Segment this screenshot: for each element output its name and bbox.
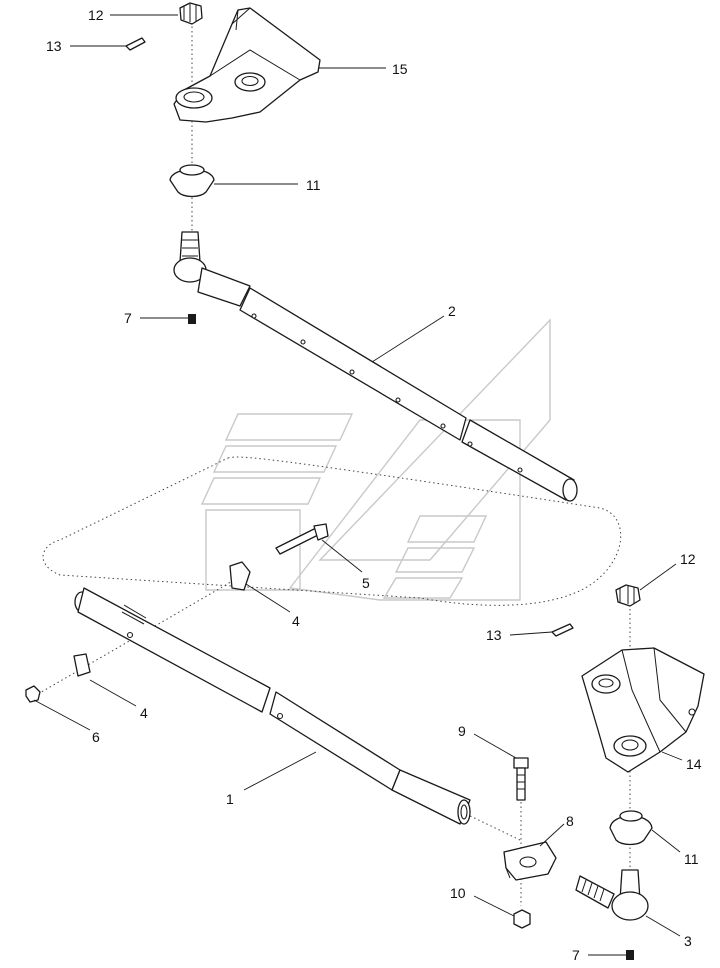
castle-nut-upper [179, 2, 203, 25]
dust-boot-upper [169, 164, 215, 198]
leader-lines [33, 14, 683, 956]
steering-arm-bracket-lower [581, 647, 705, 773]
tie-rod-tube [173, 231, 578, 502]
callout-15: 15 [392, 61, 408, 77]
nut-6 [25, 685, 41, 703]
callout-4-lower: 4 [140, 705, 148, 721]
callout-12-bottom: 12 [680, 551, 696, 567]
callout-11-top: 11 [306, 177, 321, 193]
cotter-pin-upper [125, 37, 146, 51]
dust-boot-lower [609, 810, 653, 846]
callout-11-bottom: 11 [684, 851, 699, 867]
callout-13-bottom: 13 [486, 627, 502, 643]
callout-5: 5 [362, 575, 370, 591]
callout-12-top: 12 [88, 7, 104, 23]
callout-9: 9 [458, 723, 466, 739]
nut-10 [513, 909, 531, 929]
callout-3: 3 [684, 933, 692, 949]
cotter-pin-lower [551, 623, 574, 637]
callout-7-bottom: 7 [572, 947, 580, 963]
callout-4-upper: 4 [292, 613, 300, 629]
callout-labels: 12 13 15 11 7 2 5 4 4 6 1 12 13 14 9 8 1… [46, 7, 702, 963]
callout-6: 6 [92, 729, 100, 745]
callout-10: 10 [450, 885, 466, 901]
castle-nut-lower [615, 584, 641, 607]
bolt-9 [513, 757, 529, 801]
callout-7-top: 7 [124, 310, 132, 326]
grease-fitting-upper [188, 314, 196, 324]
clamp-block-upper [229, 561, 251, 591]
steering-arm-bracket-upper [173, 7, 321, 123]
callout-13-top: 13 [46, 38, 62, 54]
watermark-logo [200, 318, 551, 601]
clamp-8 [503, 841, 557, 881]
callout-2: 2 [448, 303, 456, 319]
clamp-block-lower [73, 653, 91, 677]
tie-rod-tube-lower [74, 587, 471, 825]
callout-1: 1 [226, 791, 234, 807]
bolt-5 [275, 523, 329, 555]
grease-fitting-lower [626, 950, 634, 960]
callout-14: 14 [686, 756, 702, 772]
callout-8: 8 [566, 813, 574, 829]
tie-rod-end [575, 869, 649, 921]
